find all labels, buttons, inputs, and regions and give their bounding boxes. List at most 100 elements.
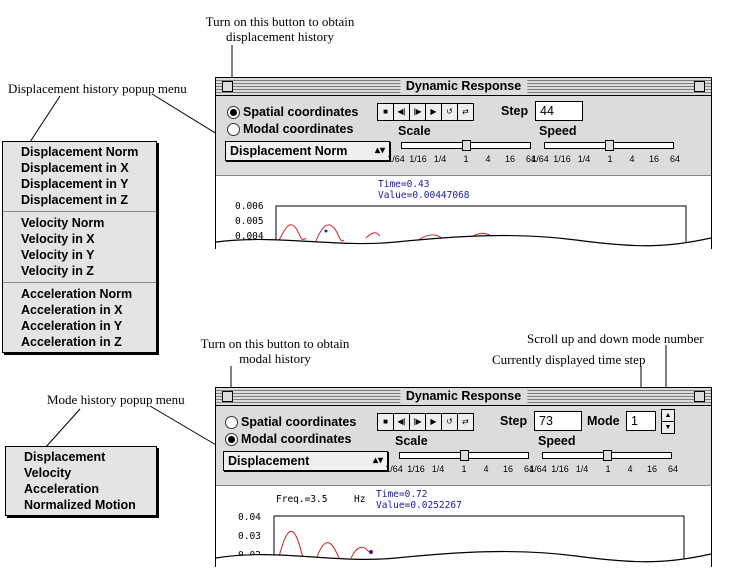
menu-item[interactable]: Velocity in X [21, 232, 95, 246]
callout-mode-menu: Mode history popup menu [47, 392, 185, 407]
displacement-history-menu[interactable]: Displacement Norm Displacement in X Disp… [2, 141, 157, 353]
play-icon[interactable]: ▶ [426, 104, 442, 120]
close-box-icon[interactable] [222, 391, 233, 402]
frequency-readout: Freq.=3.5 [276, 494, 328, 505]
hz-unit: Hz [354, 494, 366, 505]
y-tick: 0.04 [238, 512, 261, 523]
step-back-icon[interactable]: ◀| [394, 104, 410, 120]
menu-item[interactable]: Acceleration [24, 482, 100, 496]
bounce-icon[interactable]: ⇄ [458, 104, 473, 120]
step-label: Step [500, 414, 528, 428]
window-title: Dynamic Response [399, 388, 528, 405]
menu-item[interactable]: Displacement in Y [21, 177, 129, 191]
speed-label: Speed [539, 124, 577, 138]
callout-displacement-menu: Displacement history popup menu [8, 81, 187, 96]
menu-item[interactable]: Displacement in X [21, 161, 129, 175]
callout-modal-button: Turn on this button to obtain modal hist… [200, 336, 350, 366]
modal-coordinates-radio[interactable] [225, 433, 238, 446]
zoom-box-icon[interactable] [694, 391, 705, 402]
scale-slider-thumb[interactable] [460, 450, 469, 461]
step-forward-icon[interactable]: |▶ [410, 414, 426, 430]
menu-separator [3, 211, 156, 212]
bounce-icon[interactable]: ⇄ [458, 414, 473, 430]
popup-arrows-icon: ▴▾ [374, 145, 385, 156]
close-box-icon[interactable] [222, 81, 233, 92]
menu-item[interactable]: Velocity in Z [21, 264, 94, 278]
mode-history-popup[interactable]: Displacement ▴▾ [223, 451, 388, 471]
menu-item[interactable]: Velocity [24, 466, 72, 480]
y-tick: 0.004 [235, 231, 264, 242]
menu-item[interactable]: Acceleration in X [21, 303, 123, 317]
playback-controls: ■ ◀| |▶ ▶ ↺ ⇄ [377, 103, 474, 121]
mode-field[interactable]: 1 [626, 411, 656, 431]
menu-item[interactable]: Acceleration in Y [21, 319, 123, 333]
title-bar[interactable]: Dynamic Response [216, 388, 711, 406]
loop-icon[interactable]: ↺ [442, 104, 458, 120]
history-plot: Freq.=3.5 Hz Time=0.72 Value=0.0252267 0… [216, 485, 711, 567]
popup-value: Displacement [228, 454, 310, 468]
spatial-coordinates-label: Spatial coordinates [241, 415, 357, 429]
dynamic-response-window-top: Dynamic Response Spatial coordinates Mod… [215, 77, 712, 249]
speed-ticks: 1/64 1/16 1/4 1 4 16 64 [529, 464, 679, 474]
y-tick: 0.005 [235, 216, 264, 227]
modal-coordinates-label: Modal coordinates [241, 432, 352, 446]
callout-spatial-button: Turn on this button to obtain displaceme… [205, 14, 355, 44]
menu-item[interactable]: Displacement in Z [21, 193, 128, 207]
history-plot: Time=0.43 Value=0.00447068 0.006 0.005 0… [216, 175, 711, 249]
zoom-box-icon[interactable] [694, 81, 705, 92]
menu-item[interactable]: Velocity in Y [21, 248, 95, 262]
mode-stepper[interactable]: ▲ ▼ [661, 409, 675, 434]
speed-label: Speed [538, 434, 576, 448]
step-back-icon[interactable]: ◀| [394, 414, 410, 430]
scale-ticks: 1/64 1/16 1/4 1 4 16 64 [385, 464, 535, 474]
menu-item[interactable]: Displacement [24, 450, 106, 464]
plot-graphic [216, 205, 711, 249]
mode-label: Mode [587, 414, 620, 428]
window-title: Dynamic Response [399, 78, 528, 95]
speed-slider-thumb[interactable] [603, 450, 612, 461]
play-icon[interactable]: ▶ [426, 414, 442, 430]
popup-arrows-icon: ▴▾ [372, 455, 383, 466]
scale-label: Scale [395, 434, 428, 448]
menu-item[interactable]: Velocity Norm [21, 216, 105, 230]
y-tick: 0.006 [235, 201, 264, 212]
time-readout: Time=0.72 [376, 489, 428, 500]
modal-coordinates-label: Modal coordinates [243, 122, 354, 136]
y-tick: 0.03 [238, 531, 261, 542]
step-field[interactable]: 44 [535, 101, 583, 121]
playback-controls: ■ ◀| |▶ ▶ ↺ ⇄ [377, 413, 474, 431]
dynamic-response-window-bottom: Dynamic Response Spatial coordinates Mod… [215, 387, 712, 567]
spatial-coordinates-radio[interactable] [225, 416, 238, 429]
menu-separator [3, 282, 156, 283]
plot-graphic [216, 515, 711, 567]
menu-item[interactable]: Displacement Norm [21, 145, 139, 159]
menu-item[interactable]: Normalized Motion [24, 498, 136, 512]
speed-slider-thumb[interactable] [605, 140, 614, 151]
menu-item[interactable]: Acceleration Norm [21, 287, 133, 301]
value-readout: Value=0.00447068 [378, 190, 470, 201]
speed-ticks: 1/64 1/16 1/4 1 4 16 64 [531, 154, 681, 164]
stop-icon[interactable]: ■ [378, 104, 394, 120]
stepper-up-icon[interactable]: ▲ [662, 410, 674, 422]
callout-scroll-mode: Scroll up and down mode number [527, 331, 704, 346]
scale-label: Scale [398, 124, 431, 138]
stop-icon[interactable]: ■ [378, 414, 394, 430]
scale-ticks: 1/64 1/16 1/4 1 4 16 64 [387, 154, 537, 164]
spatial-coordinates-radio[interactable] [227, 106, 240, 119]
modal-coordinates-radio[interactable] [227, 123, 240, 136]
mode-history-menu[interactable]: Displacement Velocity Acceleration Norma… [5, 446, 157, 516]
title-bar[interactable]: Dynamic Response [216, 78, 711, 96]
time-readout: Time=0.43 [378, 179, 430, 190]
scale-slider-thumb[interactable] [462, 140, 471, 151]
menu-item[interactable]: Acceleration in Z [21, 335, 122, 349]
loop-icon[interactable]: ↺ [442, 414, 458, 430]
popup-value: Displacement Norm [230, 144, 348, 158]
step-field[interactable]: 73 [534, 411, 582, 431]
stepper-down-icon[interactable]: ▼ [664, 424, 672, 431]
history-popup-menu[interactable]: Displacement Norm ▴▾ [225, 141, 390, 161]
step-forward-icon[interactable]: |▶ [410, 104, 426, 120]
step-label: Step [501, 104, 529, 118]
spatial-coordinates-label: Spatial coordinates [243, 105, 359, 119]
value-readout: Value=0.0252267 [376, 500, 462, 511]
callout-time-step: Currently displayed time step [492, 352, 646, 367]
